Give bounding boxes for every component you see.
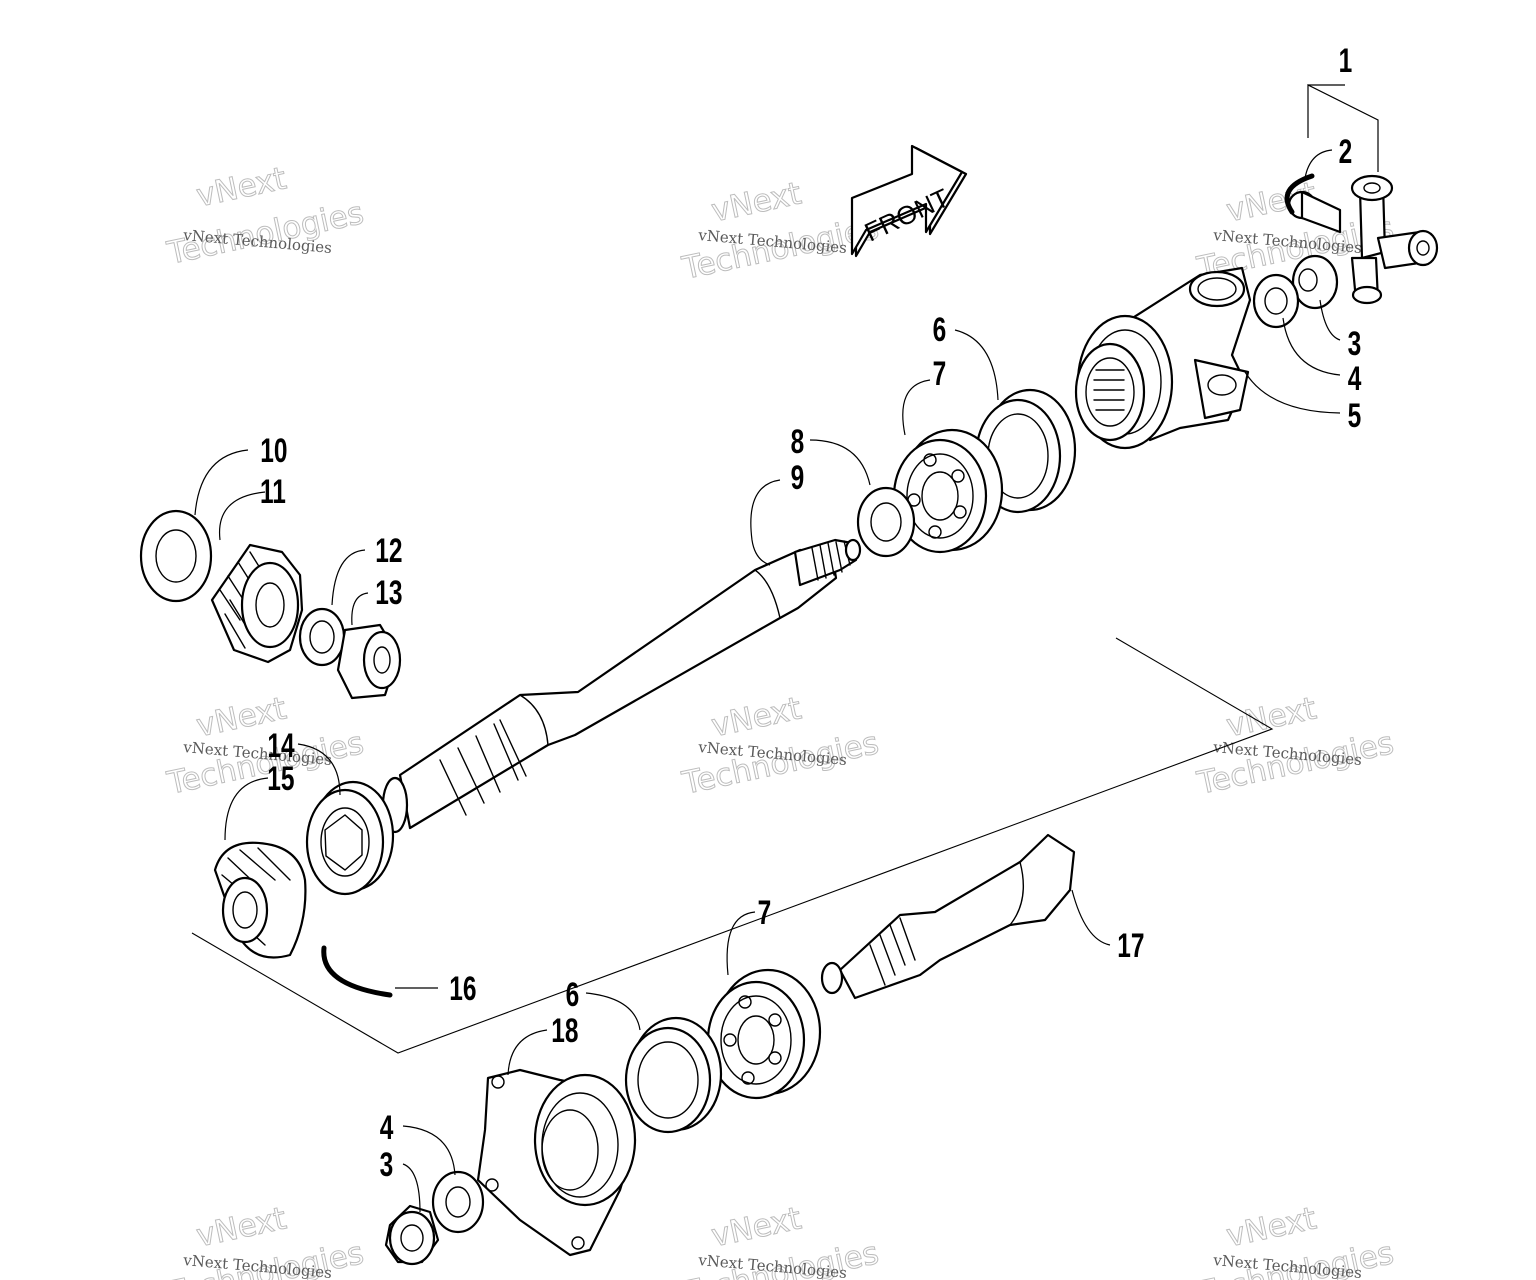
callout-15: 15: [267, 760, 294, 798]
callout-17: 17: [1117, 927, 1144, 965]
callout-1: 1: [1339, 42, 1353, 80]
ball-bearing-lower: [706, 968, 822, 1100]
callout-5: 5: [1348, 397, 1362, 435]
callout-12: 12: [375, 532, 402, 570]
ball-bearing: [892, 428, 1004, 554]
watermark-logo: Technologies: [1194, 725, 1397, 802]
leader-lines: [194, 84, 1379, 1213]
callout-7-lower: 7: [758, 894, 772, 932]
front-arrow-icon: FRONT: [850, 144, 968, 258]
nut-lower: [384, 1204, 440, 1266]
lock-ring: [321, 945, 393, 998]
watermark-logo: vNext: [708, 1200, 804, 1254]
bevel-gear: [210, 543, 304, 664]
callout-10: 10: [260, 432, 287, 470]
thrust-washer: [856, 486, 916, 558]
callout-13: 13: [375, 574, 402, 612]
callout-9: 9: [791, 459, 805, 497]
watermark-logo: vNext: [708, 175, 804, 229]
assembly-boundary: [191, 637, 1274, 1054]
washer-lower: [431, 1170, 485, 1234]
watermark-logo: vNext: [1223, 690, 1319, 744]
oil-seal-lower: [624, 1016, 723, 1134]
watermark-tile: vNext Technologies: [163, 160, 367, 272]
washer: [1252, 273, 1300, 329]
ring-gear: [213, 841, 307, 959]
watermark-tile: vNext Technologies: [678, 175, 882, 287]
watermark-logo: Technologies: [679, 725, 882, 802]
roller-bearing: [305, 780, 395, 896]
needle-bearing: [336, 623, 402, 700]
callout-4-lower: 4: [380, 1109, 394, 1147]
callout-7: 7: [933, 355, 947, 393]
oil-seal: [974, 388, 1077, 514]
pinion-shaft: [820, 833, 1076, 1000]
snap-ring: [1284, 173, 1315, 215]
yoke: [1074, 266, 1252, 450]
callout-18: 18: [551, 1012, 578, 1050]
watermark-logo: vNext: [193, 160, 289, 214]
watermark-logo: vNext: [1223, 1200, 1319, 1254]
callout-3-lower: 3: [380, 1146, 394, 1184]
bearing-cap: [1291, 254, 1339, 310]
callout-2: 2: [1339, 133, 1353, 171]
spacer-washer: [298, 607, 346, 667]
callout-3: 3: [1348, 325, 1362, 363]
callout-labels: 1 2 3 4 5 6 7 8 9 10 11 12 13 14 15 16 1…: [260, 42, 1362, 1184]
callout-6-lower: 6: [566, 976, 580, 1014]
callout-11: 11: [260, 473, 286, 511]
driveshaft: [381, 538, 862, 834]
callout-8: 8: [791, 423, 805, 461]
shim-washer: [139, 509, 213, 603]
callout-6: 6: [933, 311, 947, 349]
watermark-logo: vNext: [193, 1200, 289, 1254]
callout-14: 14: [267, 727, 295, 765]
callout-4: 4: [1348, 360, 1362, 398]
watermark-logo: vNext: [708, 690, 804, 744]
universal-joint-cross: [1287, 174, 1439, 305]
callout-16: 16: [449, 970, 476, 1008]
bearing-housing: [476, 1068, 637, 1257]
